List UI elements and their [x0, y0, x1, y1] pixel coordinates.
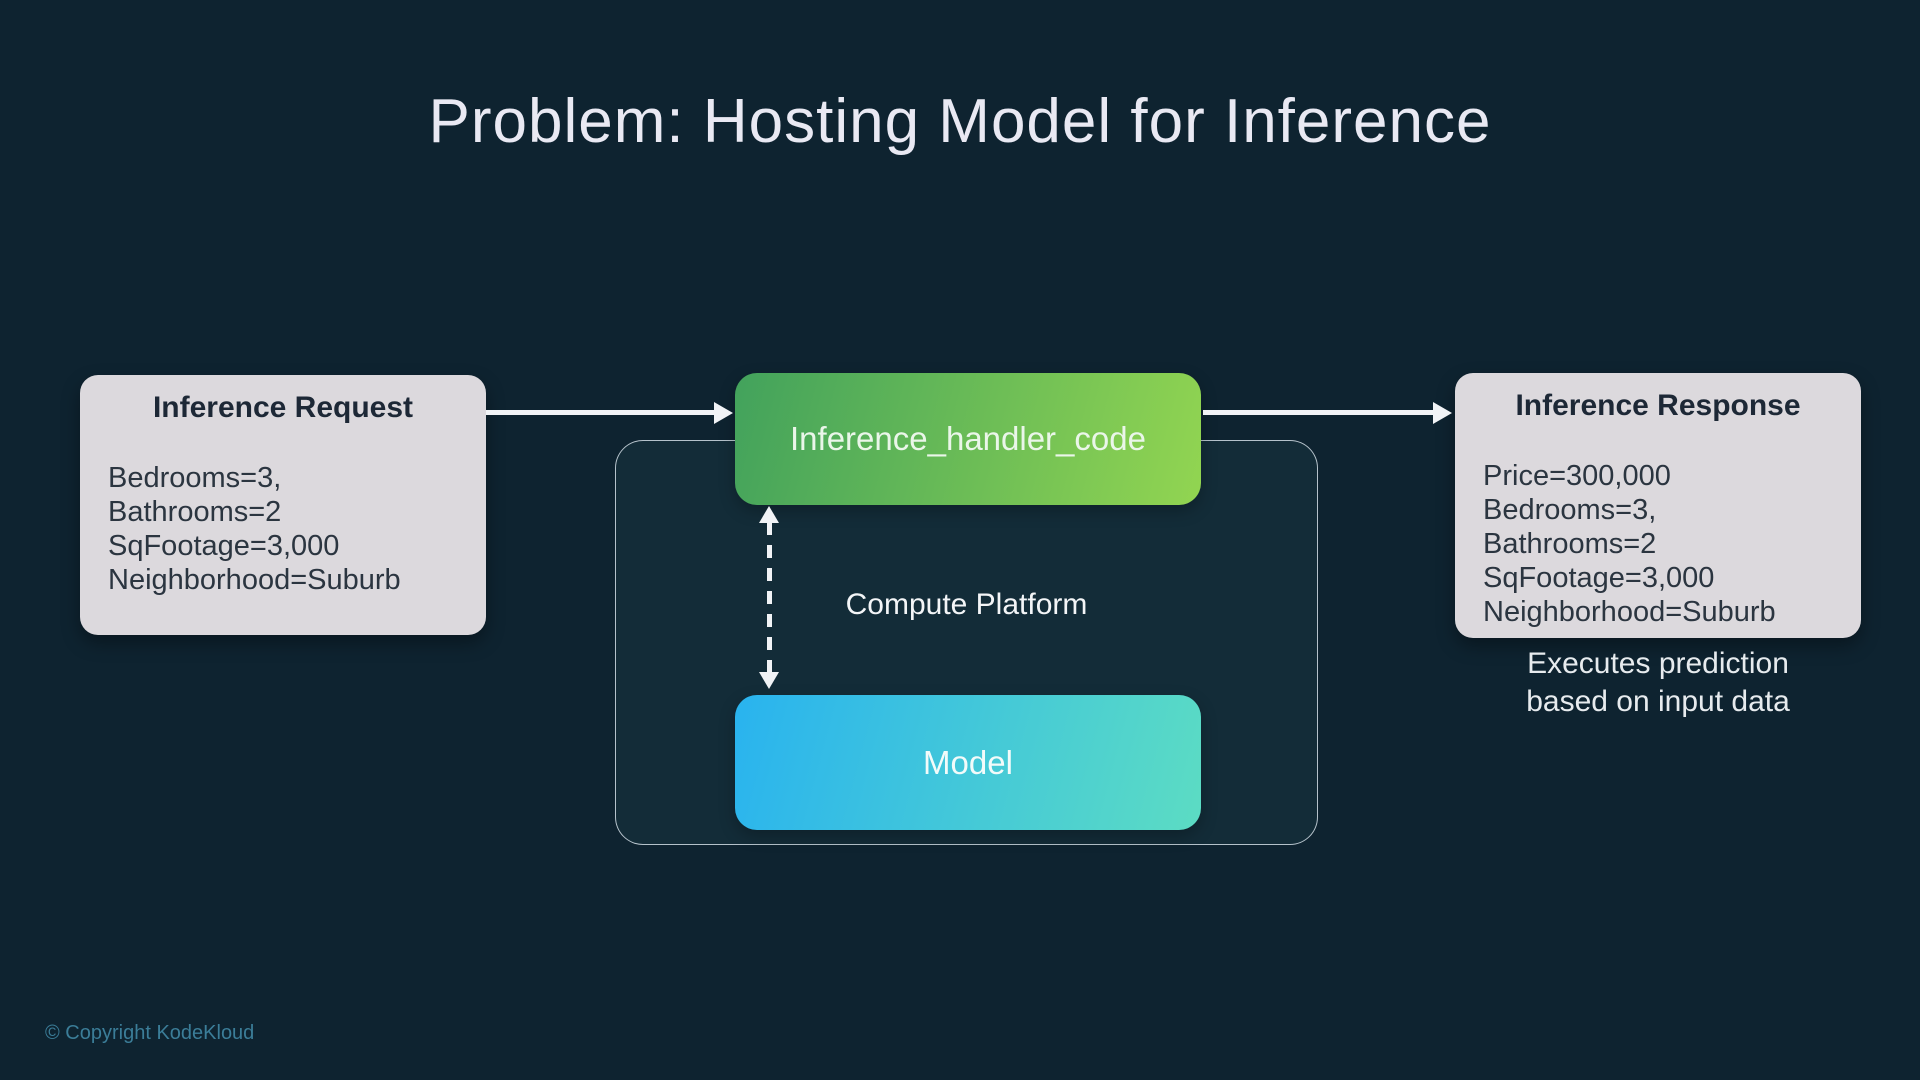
response-note-line: Executes prediction [1527, 647, 1789, 680]
slide-title: Problem: Hosting Model for Inference [428, 87, 1492, 156]
response-line: Bathrooms=2 [1483, 528, 1657, 560]
response-line: SqFootage=3,000 [1483, 562, 1715, 594]
request-to-handler-arrowhead-icon [714, 402, 733, 424]
inference-handler-code-label: Inference_handler_code [790, 420, 1146, 457]
dashed-arrow-down-head-icon [759, 672, 779, 689]
response-card-body: Price=300,000 Bedrooms=3, Bathrooms=2 Sq… [1455, 423, 1861, 629]
request-line: SqFootage=3,000 [108, 530, 340, 562]
handler-to-response-arrowhead-icon [1433, 402, 1452, 424]
response-line: Bedrooms=3, [1483, 494, 1657, 526]
handler-to-response-arrow [1203, 410, 1435, 415]
inference-request-card: Inference Request Bedrooms=3, Bathrooms=… [80, 375, 486, 635]
request-line: Bathrooms=2 [108, 496, 282, 528]
model-box: Model [735, 695, 1201, 830]
copyright-text: © Copyright KodeKloud [45, 1022, 255, 1044]
request-line: Bedrooms=3, [108, 462, 282, 494]
inference-handler-code-box: Inference_handler_code [735, 373, 1201, 505]
model-box-label: Model [923, 743, 1013, 781]
inference-response-card: Inference Response Price=300,000 Bedroom… [1455, 373, 1861, 638]
response-note-line: based on input data [1526, 685, 1790, 718]
response-card-title: Inference Response [1515, 389, 1801, 422]
compute-platform-label: Compute Platform [845, 588, 1088, 621]
request-line: Neighborhood=Suburb [108, 564, 401, 596]
response-note: Executes prediction based on input data [1455, 645, 1861, 721]
response-line: Price=300,000 [1483, 460, 1671, 492]
response-line: Neighborhood=Suburb [1483, 596, 1776, 628]
handler-model-dashed-arrow [767, 522, 772, 674]
dashed-arrow-up-head-icon [759, 506, 779, 523]
request-to-handler-arrow [486, 410, 716, 415]
request-card-title: Inference Request [152, 391, 414, 424]
request-card-body: Bedrooms=3, Bathrooms=2 SqFootage=3,000 … [80, 425, 486, 597]
